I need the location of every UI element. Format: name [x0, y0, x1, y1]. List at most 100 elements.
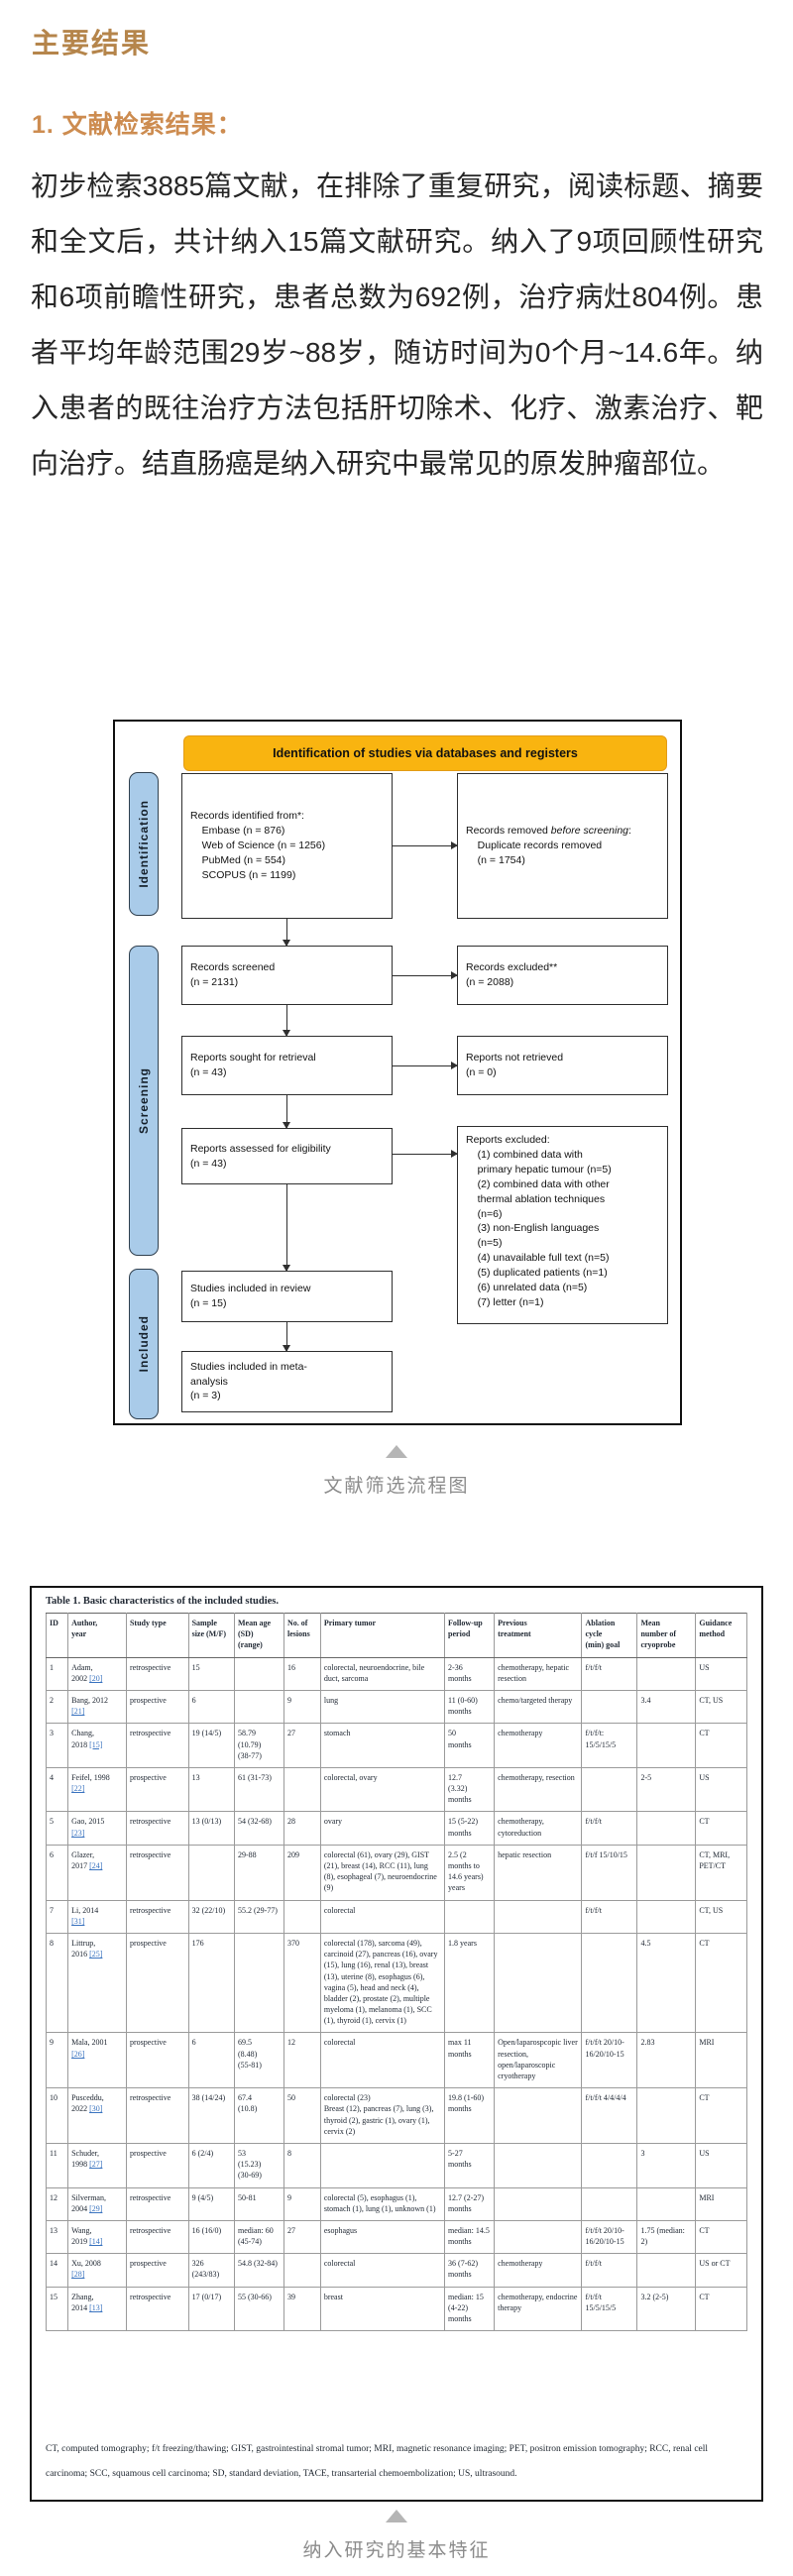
table-cell: 13 (0/13): [187, 1811, 235, 1846]
table-cell: hepatic resection: [494, 1844, 583, 1901]
table-cell: prospective: [125, 1689, 189, 1725]
table-cell: Li, 2014 [31]: [67, 1899, 127, 1934]
ref-link[interactable]: [20]: [89, 1673, 103, 1683]
table-cell: 12: [45, 2186, 69, 2221]
table-cell: Pusceddu, 2022 [30]: [67, 2087, 127, 2144]
table-cell: Zhang, 2014 [13]: [67, 2286, 127, 2332]
table-cell: 53 (15.23) (30-69): [233, 2142, 285, 2188]
table-cell: colorectal: [319, 2253, 446, 2288]
flow-arrow-right-3: [393, 1062, 458, 1070]
stage-label-identification: Identification: [129, 772, 159, 916]
table-cell: 19.8 (1-60) months: [444, 2087, 496, 2144]
flow-arrow-down-1: [283, 919, 290, 947]
table-cell: 9: [45, 2032, 69, 2089]
ref-link[interactable]: [22]: [71, 1784, 85, 1794]
ref-link[interactable]: [23]: [71, 1828, 85, 1838]
table-cell: 50 months: [444, 1723, 496, 1768]
table-cell: [233, 1932, 285, 2034]
table-cell: 15: [45, 2286, 69, 2332]
ref-link[interactable]: [27]: [89, 2160, 103, 2170]
table-cell: 15: [187, 1656, 235, 1691]
table-cell: Adam, 2002 [20]: [67, 1656, 127, 1691]
table-cell: 9: [283, 1689, 321, 1725]
table-cell: 12: [283, 2032, 321, 2089]
table-header-cell: ID: [45, 1613, 69, 1658]
table-cell: [636, 1656, 697, 1691]
ref-link[interactable]: [24]: [89, 1861, 103, 1870]
table-cell: 50: [283, 2087, 321, 2144]
table-cell: 3: [45, 1723, 69, 1768]
table-cell: US: [695, 1766, 747, 1813]
table-cell: colorectal (5), esophagus (1), stomach (…: [319, 2186, 446, 2221]
table-cell: chemotherapy, hepatic resection: [494, 1656, 583, 1691]
table-cell: median: 14.5 months: [444, 2219, 496, 2255]
study-characteristics-table: Table 1. Basic characteristics of the in…: [30, 1586, 763, 2502]
ref-link[interactable]: [15]: [89, 1739, 103, 1749]
caption-arrow-icon: [386, 2510, 407, 2522]
table-cell: [444, 1899, 496, 1934]
ref-link[interactable]: [13]: [89, 2302, 103, 2312]
ref-link[interactable]: [29]: [89, 2203, 103, 2213]
table-cell: [636, 1811, 697, 1846]
table-cell: colorectal (23) Breast (12), pancreas (7…: [319, 2087, 446, 2144]
table-cell: Open/laparospcopic liver resection, open…: [494, 2032, 583, 2089]
ref-link[interactable]: [31]: [71, 1916, 85, 1926]
table-cell: 55 (30-66): [233, 2286, 285, 2332]
table-cell: colorectal, ovary: [319, 1766, 446, 1813]
table-cell: 8: [45, 1932, 69, 2034]
table-cell: 50-81: [233, 2186, 285, 2221]
table-cell: 58.79 (10.79) (38-77): [233, 1723, 285, 1768]
table-cell: 36 (7-62) months: [444, 2253, 496, 2288]
table-cell: 29-88: [233, 1844, 285, 1901]
table-cell: median: 60 (45-74): [233, 2219, 285, 2255]
table-cell: Gao, 2015 [23]: [67, 1811, 127, 1846]
table-cell: [636, 1844, 697, 1901]
ref-link[interactable]: [26]: [71, 2049, 85, 2059]
table-cell: 11: [45, 2142, 69, 2188]
ref-link[interactable]: [30]: [89, 2104, 103, 2114]
ref-link[interactable]: [14]: [89, 2237, 103, 2247]
figure-caption: 文献筛选流程图: [323, 1476, 470, 1497]
table-cell: colorectal, neuroendocrine, bile duct, s…: [319, 1656, 446, 1691]
table-caption: 纳入研究的基本特征: [302, 2540, 491, 2561]
table-cell: 8: [283, 2142, 321, 2188]
table-cell: colorectal (178), sarcoma (49), carcinoi…: [319, 1932, 446, 2034]
table-cell: 54 (32-68): [233, 1811, 285, 1846]
table-cell: 17 (0/17): [187, 2286, 235, 2332]
table-header-cell: Follow-up period: [444, 1613, 496, 1658]
table-cell: f/t/f/t: [581, 2253, 638, 2288]
table-cell: retrospective: [125, 2186, 189, 2221]
ref-link[interactable]: [25]: [89, 1950, 103, 1960]
table-cell: 2.5 (2 months to 14.6 years) years: [444, 1844, 496, 1901]
table-cell: 12.7 (2-27) months: [444, 2186, 496, 2221]
table-header-cell: Previous treatment: [494, 1613, 583, 1658]
table-cell: CT: [695, 2286, 747, 2332]
table-header-cell: Author, year: [67, 1613, 127, 1658]
table-cell: [494, 1899, 583, 1934]
ref-link[interactable]: [28]: [71, 2270, 85, 2280]
table-cell: colorectal: [319, 2032, 446, 2089]
table-cell: [581, 1932, 638, 2034]
table-cell: 370: [283, 1932, 321, 2034]
table-cell: prospective: [125, 2032, 189, 2089]
page-title: 主要结果: [32, 27, 152, 59]
table-cell: Glazer, 2017 [24]: [67, 1844, 127, 1901]
table-cell: f/t/f/t: [581, 1656, 638, 1691]
table-cell: 1.8 years: [444, 1932, 496, 2034]
table-cell: Bang, 2012 [21]: [67, 1689, 127, 1725]
table-cell: f/t/f/t: [581, 1899, 638, 1934]
table-cell: f/t/f 15/10/15: [581, 1844, 638, 1901]
table-cell: CT: [695, 1723, 747, 1768]
table-cell: Wang, 2019 [14]: [67, 2219, 127, 2255]
table-cell: [581, 2142, 638, 2188]
ref-link[interactable]: [21]: [71, 1707, 85, 1717]
table-cell: 1: [45, 1656, 69, 1691]
table-cell: [233, 1656, 285, 1691]
